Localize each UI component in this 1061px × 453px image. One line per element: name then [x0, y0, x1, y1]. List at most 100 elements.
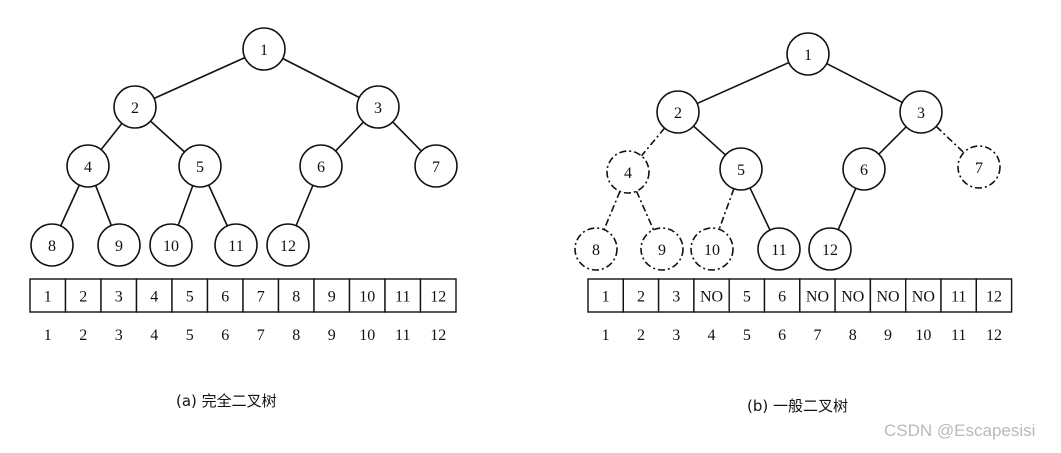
node-label: 7: [432, 159, 440, 176]
array-index-label: 7: [257, 327, 265, 344]
node-circle: [899, 90, 943, 134]
tree-node-7: 7: [957, 145, 1001, 189]
array-cell: 1: [587, 278, 624, 313]
node-label: 12: [822, 242, 838, 259]
tree-node-12: 12: [266, 223, 310, 267]
array-cell-value: 1: [44, 289, 52, 306]
edge-3-6: [878, 126, 907, 155]
edge-3-7: [935, 125, 965, 154]
array-index-label: 3: [115, 327, 123, 344]
node-circle: [640, 227, 684, 271]
caption-general-binary-tree: (b) 一般二叉树: [747, 397, 848, 415]
array-cell: 3: [100, 278, 138, 313]
tree-node-1: 1: [786, 32, 830, 76]
array-cell-value: 8: [292, 289, 300, 306]
array-cell-value: NO: [806, 289, 829, 306]
edge-4-9: [635, 190, 655, 231]
edge-3-7: [392, 121, 422, 152]
array-index-label: 11: [951, 327, 966, 344]
array-cell-box: [277, 278, 315, 313]
node-label: 4: [624, 165, 632, 182]
array-cell-value: NO: [700, 289, 723, 306]
array-cell-box: [206, 278, 244, 313]
array-cell: 7: [242, 278, 280, 313]
node-circle: [356, 85, 400, 129]
array-cell-value: 11: [395, 289, 410, 306]
tree-node-5: 5: [719, 147, 763, 191]
array-index-label: 10: [359, 327, 375, 344]
caption-complete-binary-tree: (a) 完全二叉树: [176, 392, 277, 410]
array-cell-value: 9: [328, 289, 336, 306]
array-cell: 3: [657, 278, 695, 313]
node-circle: [606, 150, 650, 194]
node-circle: [690, 227, 734, 271]
array-index-label: 8: [292, 327, 300, 344]
node-circle: [957, 145, 1001, 189]
edge-5-11: [749, 187, 771, 231]
array-cell-box: [728, 278, 766, 313]
tree-node-7: 7: [414, 144, 458, 188]
node-label: 9: [115, 238, 123, 255]
node-label: 7: [975, 160, 983, 177]
node-circle: [266, 223, 310, 267]
node-circle: [242, 27, 286, 71]
edge-1-2: [153, 56, 246, 100]
node-circle: [178, 144, 222, 188]
node-circle: [149, 223, 193, 267]
node-label: 6: [317, 159, 325, 176]
tree-node-2: 2: [656, 90, 700, 134]
edge-2-5: [693, 125, 726, 156]
tree-node-8: 8: [30, 223, 74, 267]
edge-5-10: [718, 188, 735, 230]
tree-node-3: 3: [356, 85, 400, 129]
array-index-label: 2: [637, 327, 645, 344]
array-cell-value: 6: [221, 289, 229, 306]
array-cell: 6: [206, 278, 244, 313]
array-cell: NO: [799, 278, 836, 313]
array-cell-box: [100, 278, 138, 313]
array-index-label: 4: [150, 327, 158, 344]
array-cell-value: NO: [912, 289, 935, 306]
array-index-label: 5: [743, 327, 751, 344]
node-label: 11: [228, 238, 243, 255]
array-cell-box: [419, 278, 457, 313]
node-circle: [786, 32, 830, 76]
array-index-label: 5: [186, 327, 194, 344]
node-circle: [757, 227, 801, 271]
array-index-label: 8: [849, 327, 857, 344]
node-circle: [414, 144, 458, 188]
array-cell-value: 3: [115, 289, 123, 306]
array-index-label: 4: [708, 327, 716, 344]
array-cell-box: [313, 278, 351, 313]
array-cell-value: 6: [778, 289, 786, 306]
edge-2-5: [150, 120, 185, 153]
array-cell-box: [799, 278, 836, 313]
array-index-label: 12: [430, 327, 446, 344]
array-index-label: 1: [44, 327, 52, 344]
array-cell: 9: [313, 278, 351, 313]
node-circle: [214, 223, 258, 267]
tree-node-9: 9: [640, 227, 684, 271]
tree-node-10: 10: [690, 227, 734, 271]
node-label: 1: [804, 47, 812, 64]
array-cell: NO: [693, 278, 730, 313]
node-circle: [30, 223, 74, 267]
node-label: 5: [737, 162, 745, 179]
edge-2-4: [640, 127, 666, 157]
tree-node-10: 10: [149, 223, 193, 267]
node-label: 12: [280, 238, 296, 255]
edge-6-12: [837, 188, 857, 230]
node-circle: [574, 227, 618, 271]
array-cell-value: NO: [841, 289, 864, 306]
array-cell-value: 2: [637, 289, 645, 306]
array-cell-value: 12: [430, 289, 446, 306]
array-cell-box: [29, 278, 67, 313]
node-label: 9: [658, 242, 666, 259]
edge-4-8: [603, 191, 621, 230]
array-index-label: 9: [328, 327, 336, 344]
watermark: CSDN @Escapesisi: [884, 421, 1036, 440]
array-cell-value: 3: [672, 289, 680, 306]
